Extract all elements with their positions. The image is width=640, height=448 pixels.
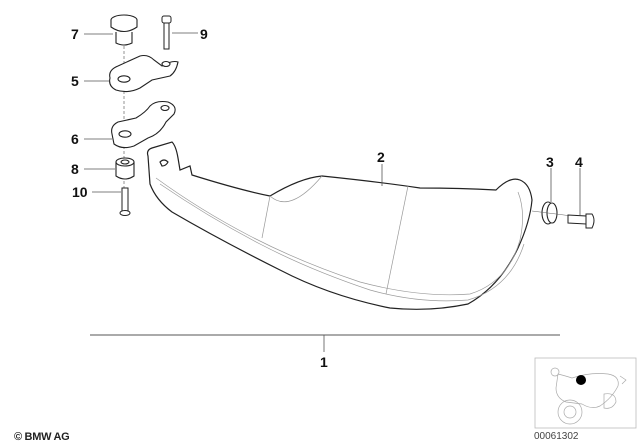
part-5-upper-bracket[interactable] xyxy=(109,54,179,93)
callout-1[interactable]: 1 xyxy=(320,354,328,370)
mount-axis xyxy=(531,210,573,217)
location-thumbnail xyxy=(534,357,637,429)
part-9-screw[interactable] xyxy=(161,15,172,50)
hand-guard-detail-lines xyxy=(155,175,525,302)
part-7-cap[interactable] xyxy=(110,14,138,46)
location-marker xyxy=(576,375,586,385)
callout-9[interactable]: 9 xyxy=(200,26,208,42)
part-4-screw[interactable] xyxy=(567,213,595,229)
callout-2[interactable]: 2 xyxy=(377,149,385,165)
diagram-number: 00061302 xyxy=(534,431,579,442)
part-8-spacer[interactable] xyxy=(115,157,135,180)
callout-8[interactable]: 8 xyxy=(71,161,79,177)
callout-10[interactable]: 10 xyxy=(72,184,88,200)
copyright-notice: © BMW AG xyxy=(14,431,70,443)
callout-5[interactable]: 5 xyxy=(71,73,79,89)
part-10-screw[interactable] xyxy=(119,187,131,216)
callout-6[interactable]: 6 xyxy=(71,131,79,147)
part-2-hand-guard[interactable] xyxy=(146,141,533,310)
callout-4[interactable]: 4 xyxy=(575,154,583,170)
callout-3[interactable]: 3 xyxy=(546,154,554,170)
callout-7[interactable]: 7 xyxy=(71,26,79,42)
part-6-lower-bracket[interactable] xyxy=(111,100,176,149)
